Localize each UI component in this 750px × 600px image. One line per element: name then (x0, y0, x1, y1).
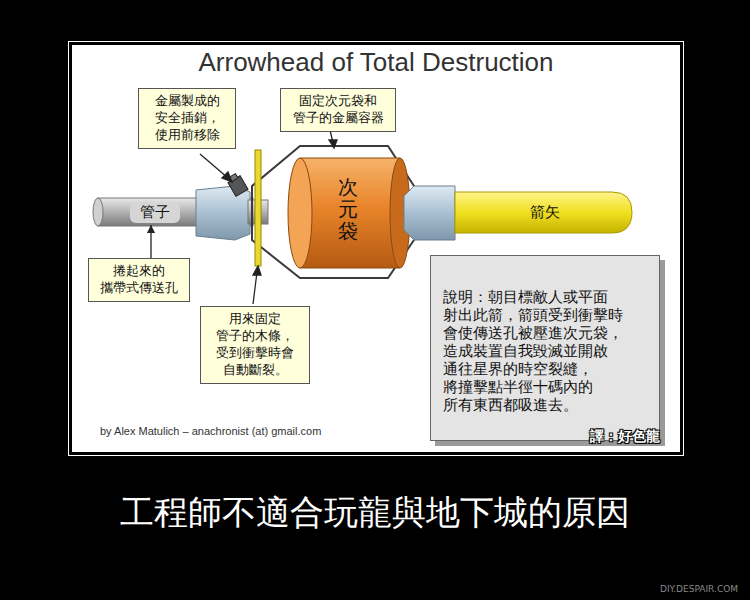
watermark: DIY.DESPAIR.COM (660, 584, 738, 594)
diagram-title: Arrowhead of Total Destruction (72, 47, 680, 78)
description-panel: 說明：朝目標敵人或平面 射出此箭，箭頭受到衝擊時 會使傳送孔被壓進次元袋， 造成… (430, 255, 660, 441)
poster-caption: 工程師不適合玩龍與地下城的原因 (0, 490, 750, 536)
label-text: 金屬製成的 安全插銷， 使用前移除 (145, 93, 229, 144)
callout-box: 金屬製成的 安全插銷， 使用前移除 (138, 88, 236, 149)
translator-credit: 譯：好色龍 (590, 428, 660, 446)
label-text: 說明：朝目標敵人或平面 射出此箭，箭頭受到衝擊時 會使傳送孔被壓進次元袋， 造成… (443, 288, 633, 414)
leader-arrow (147, 225, 155, 258)
label-text: 用來固定 管子的木條， 受到衝擊時會 自動斷裂。 (207, 311, 303, 379)
author-credit: by Alex Matulich – anachronist (at) gmai… (100, 425, 321, 437)
callout-box: 用來固定 管子的木條， 受到衝擊時會 自動斷裂。 (200, 306, 310, 384)
label-text: 管子 (130, 202, 180, 223)
callout-box: 固定次元袋和 管子的金屬容器 (280, 88, 396, 132)
arrow-shaft: 箭矢 (470, 192, 620, 233)
label-text: 固定次元袋和 管子的金屬容器 (287, 93, 389, 127)
pipe-part: 管子 (112, 199, 198, 225)
callout-box: 捲起來的 攜帶式傳送孔 (88, 258, 190, 302)
label-text: 次元袋 (338, 176, 358, 242)
label-text: 捲起來的 攜帶式傳送孔 (95, 263, 183, 297)
bag-part: 次元袋 (318, 170, 378, 256)
label-text: 箭矢 (530, 203, 560, 222)
